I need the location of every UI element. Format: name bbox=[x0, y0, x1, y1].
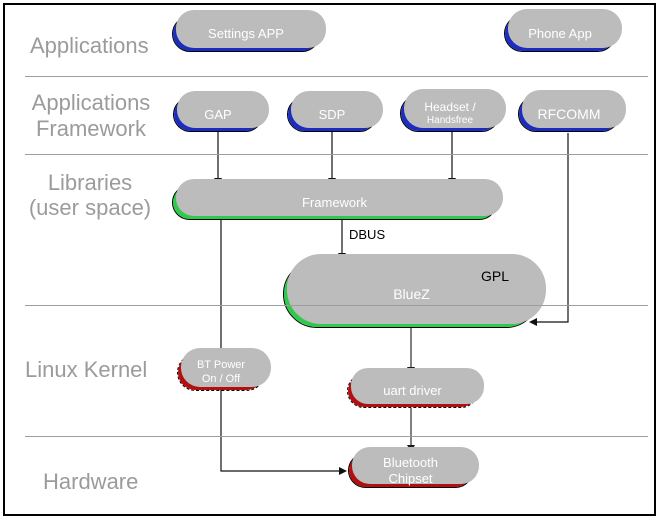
layer-separator-3 bbox=[25, 305, 648, 306]
node-settings-app: Settings APP bbox=[172, 16, 320, 52]
gpl-label: GPL bbox=[480, 268, 509, 284]
node-rfcomm: RFCOMM bbox=[518, 96, 620, 132]
node-bluetooth-chipset: Bluetooth Chipset bbox=[348, 453, 473, 488]
layer-label-linux-kernel: Linux Kernel bbox=[25, 357, 147, 382]
node-label: BT Power bbox=[196, 359, 246, 372]
edge-label-dbus: DBUS bbox=[349, 227, 386, 242]
node-bt-power: BT Power On / Off bbox=[177, 354, 265, 391]
node-label: Bluetooth bbox=[383, 454, 438, 470]
layer-label-libraries: Libraries (user space) bbox=[15, 170, 165, 220]
layer-label-text: Applications bbox=[30, 33, 149, 58]
node-label: Headset / bbox=[424, 100, 476, 115]
layer-label-applications-framework: Applications Framework bbox=[28, 90, 154, 142]
layer-label-hardware: Hardware bbox=[43, 469, 138, 494]
layer-label-text: Hardware bbox=[43, 469, 139, 494]
layer-label-text: Linux Kernel bbox=[25, 357, 148, 382]
layer-label-text: Framework bbox=[35, 116, 146, 141]
node-label: uart driver bbox=[383, 383, 442, 399]
node-headset-handsfree: Headset / Handsfree bbox=[400, 95, 500, 132]
node-gap: GAP bbox=[173, 97, 263, 132]
layer-separator-2 bbox=[25, 154, 648, 155]
layer-separator-1 bbox=[25, 76, 648, 77]
edge-headset-to-framework bbox=[448, 132, 456, 185]
node-label: On / Off bbox=[201, 372, 241, 385]
node-label: Phone App bbox=[528, 25, 592, 41]
node-phone-app: Phone App bbox=[504, 15, 616, 52]
edge-rfcomm-to-bluez bbox=[529, 133, 569, 326]
node-framework: Framework bbox=[172, 185, 497, 220]
node-label: Framework bbox=[301, 194, 367, 210]
node-label: RFCOMM bbox=[537, 105, 601, 122]
node-bluez: GPL BlueZ bbox=[283, 260, 540, 328]
edge-uart-to-chipset bbox=[407, 408, 415, 452]
node-label: BlueZ bbox=[393, 285, 430, 302]
node-uart-driver: uart driver bbox=[347, 374, 478, 408]
edge-bluez-to-uart bbox=[407, 328, 415, 374]
node-label: GAP bbox=[204, 106, 232, 122]
edge-framework-to-chipset bbox=[220, 220, 347, 475]
edge-gap-to-framework bbox=[214, 132, 222, 185]
layer-label-text: Libraries bbox=[47, 170, 133, 195]
node-label: Settings APP bbox=[208, 26, 284, 42]
layer-label-text: Applications bbox=[31, 90, 151, 115]
diagram-border bbox=[3, 3, 656, 516]
layer-label-applications: Applications bbox=[30, 33, 149, 58]
edge-sdp-to-framework bbox=[328, 132, 336, 185]
node-label: SDP bbox=[318, 106, 346, 122]
layer-label-text: (user space) bbox=[28, 195, 152, 220]
node-sdp: SDP bbox=[287, 97, 377, 132]
node-label: Handsfree bbox=[426, 114, 474, 126]
layer-separator-4 bbox=[25, 436, 648, 437]
node-label: Chipset bbox=[388, 470, 433, 486]
